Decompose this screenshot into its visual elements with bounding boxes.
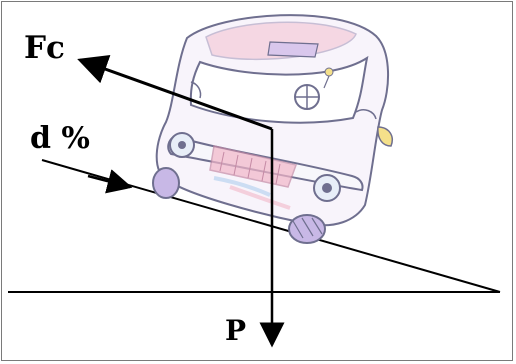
slope-arrow [87, 169, 133, 194]
car-icon [152, 14, 393, 244]
slope-label: d % [30, 121, 90, 156]
friction-force-label: Fc [24, 30, 65, 66]
weight-label: P [225, 314, 246, 347]
friction-force-arrow [77, 55, 273, 131]
